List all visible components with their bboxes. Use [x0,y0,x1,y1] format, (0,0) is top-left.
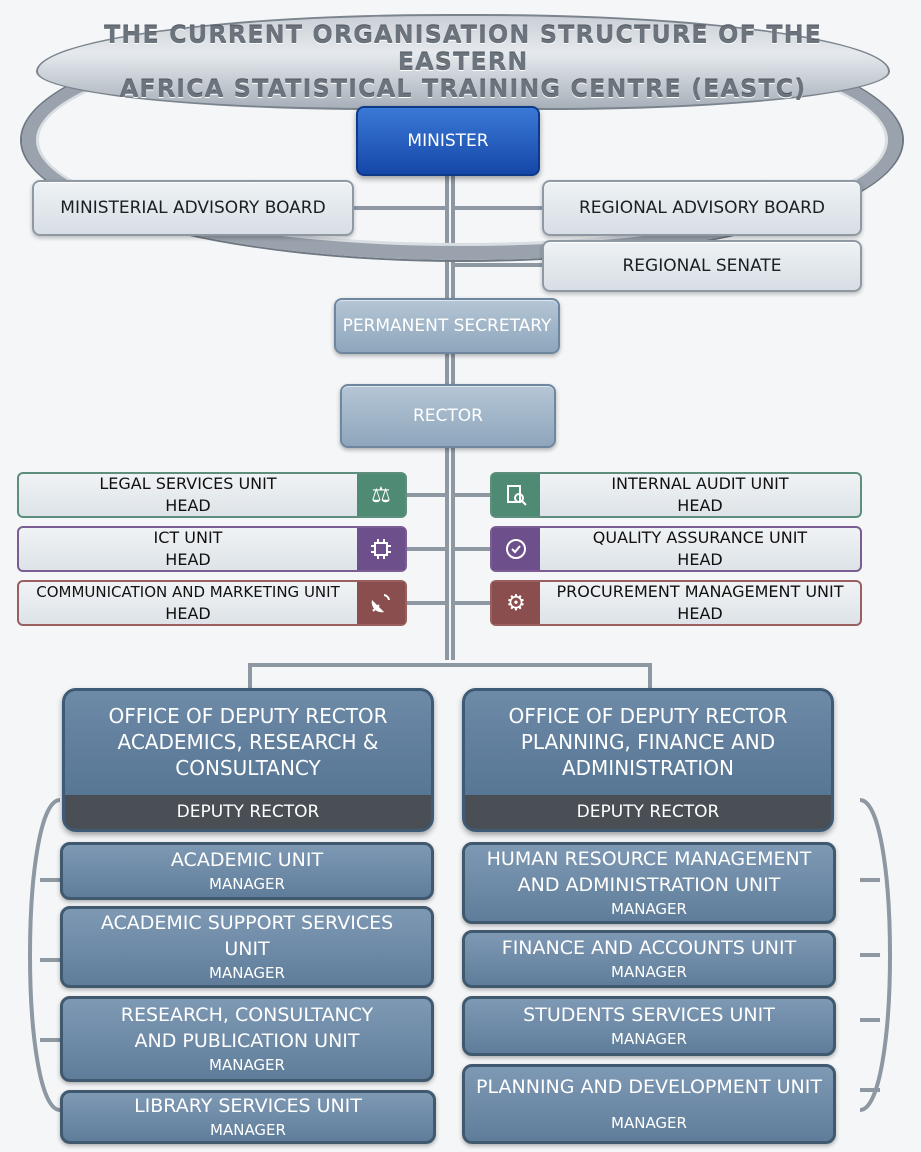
unit-role: HEAD [677,604,723,623]
dept-role: MANAGER [210,1121,286,1139]
ict-unit-box[interactable]: ICT UNIT HEAD [17,526,407,572]
satellite-dish-icon [357,582,405,624]
unit-role: HEAD [165,550,211,569]
unit-role: HEAD [677,550,723,569]
research-consultancy-publication-unit-box[interactable]: RESEARCH, CONSULTANCY AND PUBLICATION UN… [60,996,434,1082]
dept-name-line-2: AND PUBLICATION UNIT [134,1030,360,1052]
office-deputy-rector-planning[interactable]: OFFICE OF DEPUTY RECTOR PLANNING, FINANC… [462,688,834,832]
office-line-2: ACADEMICS, RESEARCH & [117,730,379,754]
unit-name: INTERNAL AUDIT UNIT [611,474,789,493]
ministerial-advisory-board-label: MINISTERIAL ADVISORY BOARD [60,198,326,218]
dept-role: MANAGER [611,963,687,981]
office-line-1: OFFICE OF DEPUTY RECTOR [508,704,788,728]
permanent-secretary-label: PERMANENT SECRETARY [342,316,552,336]
scales-icon: ⚖ [357,474,405,516]
unit-name: QUALITY ASSURANCE UNIT [592,528,808,547]
minister-box[interactable]: MINISTER [356,106,540,176]
office-line-3: ADMINISTRATION [561,756,735,780]
dept-role: MANAGER [611,1114,687,1132]
students-services-unit-box[interactable]: STUDENTS SERVICES UNIT MANAGER [462,996,836,1056]
dept-name-line-1: ACADEMIC SUPPORT SERVICES [100,912,394,934]
internal-audit-unit-box[interactable]: INTERNAL AUDIT UNIT HEAD [490,472,862,518]
dept-role: MANAGER [209,1056,285,1074]
regional-senate-label: REGIONAL SENATE [622,256,782,276]
dept-name: STUDENTS SERVICES UNIT [523,1004,775,1026]
dept-role: MANAGER [209,875,285,893]
dept-name: FINANCE AND ACCOUNTS UNIT [501,937,797,959]
unit-name: LEGAL SERVICES UNIT [99,474,277,493]
document-search-icon [492,474,540,516]
communication-marketing-unit-box[interactable]: COMMUNICATION AND MARKETING UNIT HEAD [17,580,407,626]
planning-development-unit-box[interactable]: PLANNING AND DEVELOPMENT UNIT MANAGER [462,1064,836,1144]
dept-name: ACADEMIC UNIT [170,849,324,871]
office-line-3: CONSULTANCY [175,756,321,780]
human-resource-management-unit-box[interactable]: HUMAN RESOURCE MANAGEMENT AND ADMINISTRA… [462,842,836,924]
title-line-1: THE CURRENT ORGANISATION STRUCTURE OF TH… [103,20,823,76]
dept-name-line-2: AND ADMINISTRATION UNIT [517,874,781,896]
dept-role: MANAGER [209,964,285,982]
unit-name: ICT UNIT [153,528,223,547]
dept-name: PLANNING AND DEVELOPMENT UNIT [476,1076,822,1098]
rector-label: RECTOR [412,406,483,426]
permanent-secretary-box[interactable]: PERMANENT SECRETARY [334,298,560,354]
page-title: THE CURRENT ORGANISATION STRUCTURE OF TH… [36,14,890,110]
dept-role: MANAGER [611,900,687,918]
academic-unit-box[interactable]: ACADEMIC UNIT MANAGER [60,842,434,900]
library-services-unit-box[interactable]: LIBRARY SERVICES UNIT MANAGER [60,1090,436,1144]
office-role: DEPUTY RECTOR [465,795,831,829]
dept-name-line-1: HUMAN RESOURCE MANAGEMENT [486,848,812,870]
regional-advisory-board-box[interactable]: REGIONAL ADVISORY BOARD [542,180,862,236]
chip-icon [357,528,405,570]
minister-label: MINISTER [407,131,489,151]
procurement-management-unit-box[interactable]: ⚙ PROCUREMENT MANAGEMENT UNIT HEAD [490,580,862,626]
title-line-2: AFRICA STATISTICAL TRAINING CENTRE (EAST… [119,74,807,103]
dept-name-line-1: RESEARCH, CONSULTANCY [120,1004,374,1026]
legal-services-unit-box[interactable]: LEGAL SERVICES UNIT HEAD ⚖ [17,472,407,518]
ministerial-advisory-board-box[interactable]: MINISTERIAL ADVISORY BOARD [32,180,354,236]
gears-icon: ⚙ [492,582,540,624]
office-deputy-rector-academics[interactable]: OFFICE OF DEPUTY RECTOR ACADEMICS, RESEA… [62,688,434,832]
unit-name: COMMUNICATION AND MARKETING UNIT [36,583,340,601]
dept-name-line-2: UNIT [224,938,270,960]
unit-role: HEAD [165,496,211,515]
unit-role: HEAD [677,496,723,515]
academic-support-services-unit-box[interactable]: ACADEMIC SUPPORT SERVICES UNIT MANAGER [60,906,434,988]
dept-role: MANAGER [611,1030,687,1048]
badge-check-icon [492,528,540,570]
unit-name: PROCUREMENT MANAGEMENT UNIT [556,582,844,601]
finance-accounts-unit-box[interactable]: FINANCE AND ACCOUNTS UNIT MANAGER [462,930,836,988]
quality-assurance-unit-box[interactable]: QUALITY ASSURANCE UNIT HEAD [490,526,862,572]
regional-senate-box[interactable]: REGIONAL SENATE [542,240,862,292]
rector-box[interactable]: RECTOR [340,384,556,448]
unit-role: HEAD [165,604,211,623]
office-role: DEPUTY RECTOR [65,795,431,829]
dept-name: LIBRARY SERVICES UNIT [134,1095,362,1117]
office-line-2: PLANNING, FINANCE AND [520,730,776,754]
office-line-1: OFFICE OF DEPUTY RECTOR [108,704,388,728]
regional-advisory-board-label: REGIONAL ADVISORY BOARD [578,198,826,218]
